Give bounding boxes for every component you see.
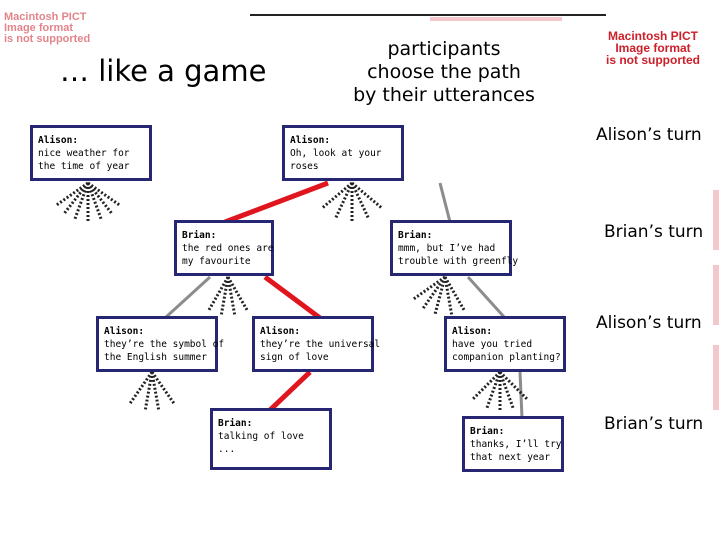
chosen-path-edge xyxy=(224,180,329,225)
utterance-text: that next year xyxy=(470,452,551,463)
utterance-text: my favourite xyxy=(182,256,251,267)
alternative-edge xyxy=(518,371,524,419)
turn-label-1: Alison’s turn xyxy=(596,125,702,145)
utterance-text: talking of love xyxy=(218,431,304,442)
utterance-text: the red ones are xyxy=(182,243,274,254)
unexplored-branch-stub xyxy=(433,276,447,315)
speaker-label: Brian: xyxy=(470,426,505,437)
utterance-node-n4: Brian: mmm, but I’ve had trouble with gree… xyxy=(390,220,519,276)
unexplored-branch-stub xyxy=(413,275,446,301)
utterance-text: companion planting? xyxy=(452,352,561,363)
utterance-node-n1: Alison: nice weather for the time of year xyxy=(30,125,152,181)
unexplored-branch-stub xyxy=(498,370,528,400)
alternative-edge xyxy=(466,275,507,320)
turn-label-4: Brian’s turn xyxy=(604,414,704,434)
unexplored-branch-stub xyxy=(150,371,161,410)
pict-line: Macintosh PICT xyxy=(607,29,698,43)
pict-line: Image format xyxy=(4,22,74,34)
utterance-node-n2: Alison: Oh, look at your roses xyxy=(282,125,404,181)
utterance-text: Oh, look at your xyxy=(290,148,382,159)
unexplored-branch-stub xyxy=(219,276,230,315)
utterance-node-n9: Brian: thanks, I’ll try that next year xyxy=(462,416,564,472)
subtitle-line: participants xyxy=(387,38,501,60)
utterance-text: thanks, I’ll try xyxy=(470,439,562,450)
pict-placeholder-right: Macintosh PICT Image format is not suppo… xyxy=(588,30,718,66)
pict-line: Macintosh PICT xyxy=(4,11,87,23)
utterance-text: nice weather for xyxy=(38,148,130,159)
slide-subtitle: participants choose the path by their ut… xyxy=(330,38,558,107)
unexplored-branch-stub xyxy=(421,276,447,309)
pict-line: is not supported xyxy=(606,53,700,67)
speaker-label: Alison: xyxy=(290,135,331,146)
pict-line: is not supported xyxy=(4,33,91,45)
speaker-label: Alison: xyxy=(38,135,79,146)
pict-placeholder-top-left: Macintosh PICT Image format is not suppo… xyxy=(4,12,248,45)
utterance-node-n5: Alison: they’re the symbol of the English … xyxy=(96,316,225,372)
subtitle-line: by their utterances xyxy=(353,84,535,106)
utterance-text: trouble with greenfly xyxy=(398,256,519,267)
speaker-label: Brian: xyxy=(398,230,433,241)
unexplored-branch-stub xyxy=(472,370,502,400)
speaker-label: Alison: xyxy=(104,326,145,337)
utterance-node-n3: Brian: the red ones are my favourite xyxy=(174,220,274,276)
turn-label-2: Brian’s turn xyxy=(604,222,704,242)
pict-line: Image format xyxy=(615,41,691,55)
speaker-label: Brian: xyxy=(182,230,217,241)
speaker-label: Alison: xyxy=(260,326,301,337)
speaker-label: Alison: xyxy=(452,326,493,337)
utterance-node-n7: Alison: have you tried companion planting? xyxy=(444,316,566,372)
unexplored-branch-stub xyxy=(143,371,154,410)
utterance-text: ... xyxy=(218,444,236,455)
unexplored-branch-stub xyxy=(443,276,454,315)
utterance-node-n8: Brian: talking of love... xyxy=(210,408,332,470)
utterance-text: the English summer xyxy=(104,352,207,363)
unexplored-branch-stub xyxy=(128,371,154,404)
utterance-text: roses xyxy=(290,161,319,172)
top-divider xyxy=(250,14,606,16)
chosen-path-edge xyxy=(263,274,322,321)
utterance-node-n6: Alison: they’re the universal sign of love xyxy=(252,316,381,372)
utterance-text: they’re the universal xyxy=(260,339,381,350)
turn-label-3: Alison’s turn xyxy=(596,313,702,333)
chosen-path-edge xyxy=(268,370,312,412)
utterance-text: mmm, but I’ve had xyxy=(398,243,496,254)
edge-red-fragment xyxy=(713,345,719,410)
utterance-text: have you tried xyxy=(452,339,533,350)
alternative-edge xyxy=(163,275,212,320)
utterance-text: the time of year xyxy=(38,161,130,172)
unexplored-branch-stub xyxy=(150,371,176,404)
edge-red-fragment xyxy=(713,265,719,325)
utterance-text: sign of love xyxy=(260,352,329,363)
utterance-text: they’re the symbol of xyxy=(104,339,225,350)
slide-title: … like a game xyxy=(60,54,267,88)
top-red-fragment xyxy=(430,17,562,21)
speaker-label: Brian: xyxy=(218,418,253,429)
alternative-edge xyxy=(438,182,452,223)
edge-red-fragment xyxy=(713,190,719,250)
unexplored-branch-stub xyxy=(226,276,237,315)
subtitle-line: choose the path xyxy=(367,61,521,83)
